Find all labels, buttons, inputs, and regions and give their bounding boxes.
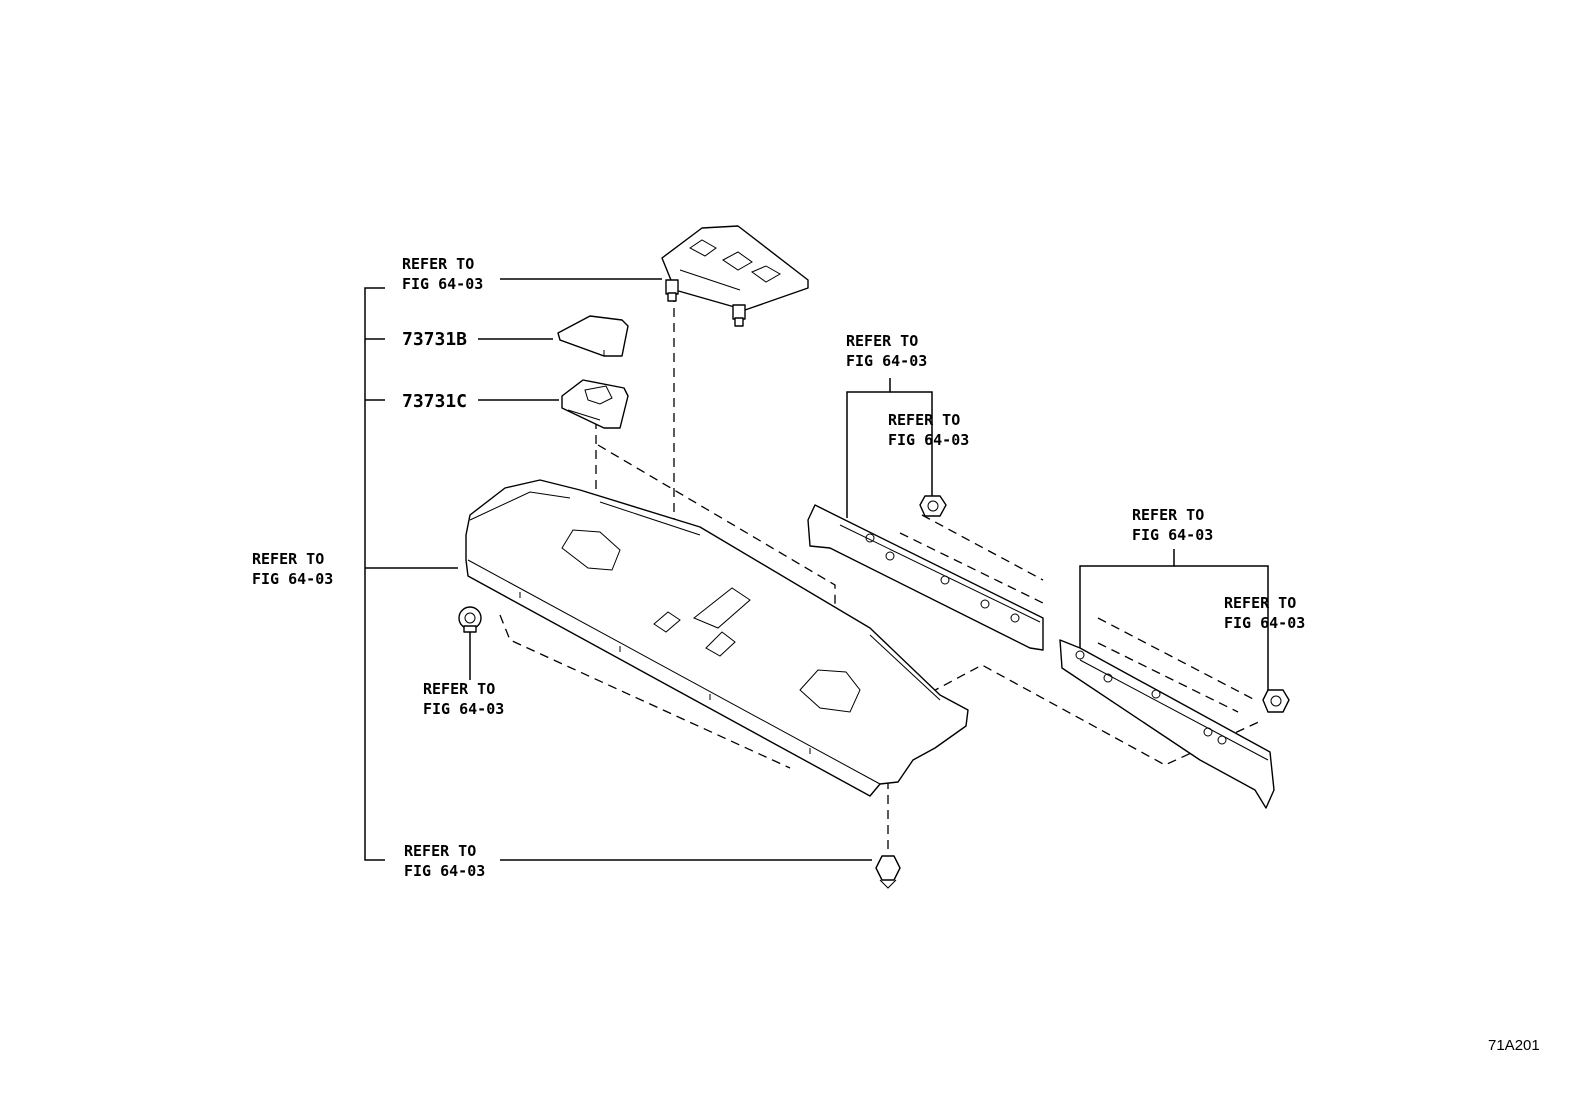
top-shelf-ref-line2: FIG 64-03 xyxy=(402,275,483,293)
labels: REFER TO FIG 64-03 73731B 73731C REFER T… xyxy=(252,255,1540,1054)
mid-bracket-ref-line2: FIG 64-03 xyxy=(846,352,927,370)
bottom-ref-line2: FIG 64-03 xyxy=(404,862,485,880)
clip-right xyxy=(1262,689,1290,713)
left-clip-ref-line2: FIG 64-03 xyxy=(423,700,504,718)
part-number-73731b: 73731B xyxy=(402,329,467,350)
left-ref-line1: REFER TO xyxy=(252,550,324,568)
clip-bottom xyxy=(875,855,901,889)
part-73731b-cover xyxy=(557,315,629,357)
left-clip-ref-line1: REFER TO xyxy=(423,680,495,698)
right-bracket-ref-line1: REFER TO xyxy=(1132,506,1204,524)
top-shelf-panel xyxy=(661,225,809,327)
mid-clip-ref-line1: REFER TO xyxy=(888,411,960,429)
package-tray-shelf xyxy=(465,479,969,797)
right-bracket-ref-line2: FIG 64-03 xyxy=(1132,526,1213,544)
side-bracket-middle xyxy=(807,504,1044,651)
mid-clip-ref-line2: FIG 64-03 xyxy=(888,431,969,449)
clip-left xyxy=(458,606,482,633)
mid-bracket-ref-line1: REFER TO xyxy=(846,332,918,350)
bottom-ref-line1: REFER TO xyxy=(404,842,476,860)
side-bracket-right xyxy=(1059,639,1275,809)
diagram-code: 71A201 xyxy=(1488,1037,1540,1054)
right-clip-ref-line2: FIG 64-03 xyxy=(1224,614,1305,632)
part-number-73731c: 73731C xyxy=(402,391,467,412)
part-73731c-holder xyxy=(561,379,629,429)
right-clip-ref-line1: REFER TO xyxy=(1224,594,1296,612)
top-shelf-ref-line1: REFER TO xyxy=(402,255,474,273)
clip-middle xyxy=(919,495,947,517)
left-ref-line2: FIG 64-03 xyxy=(252,570,333,588)
leader-lines xyxy=(364,278,1269,861)
